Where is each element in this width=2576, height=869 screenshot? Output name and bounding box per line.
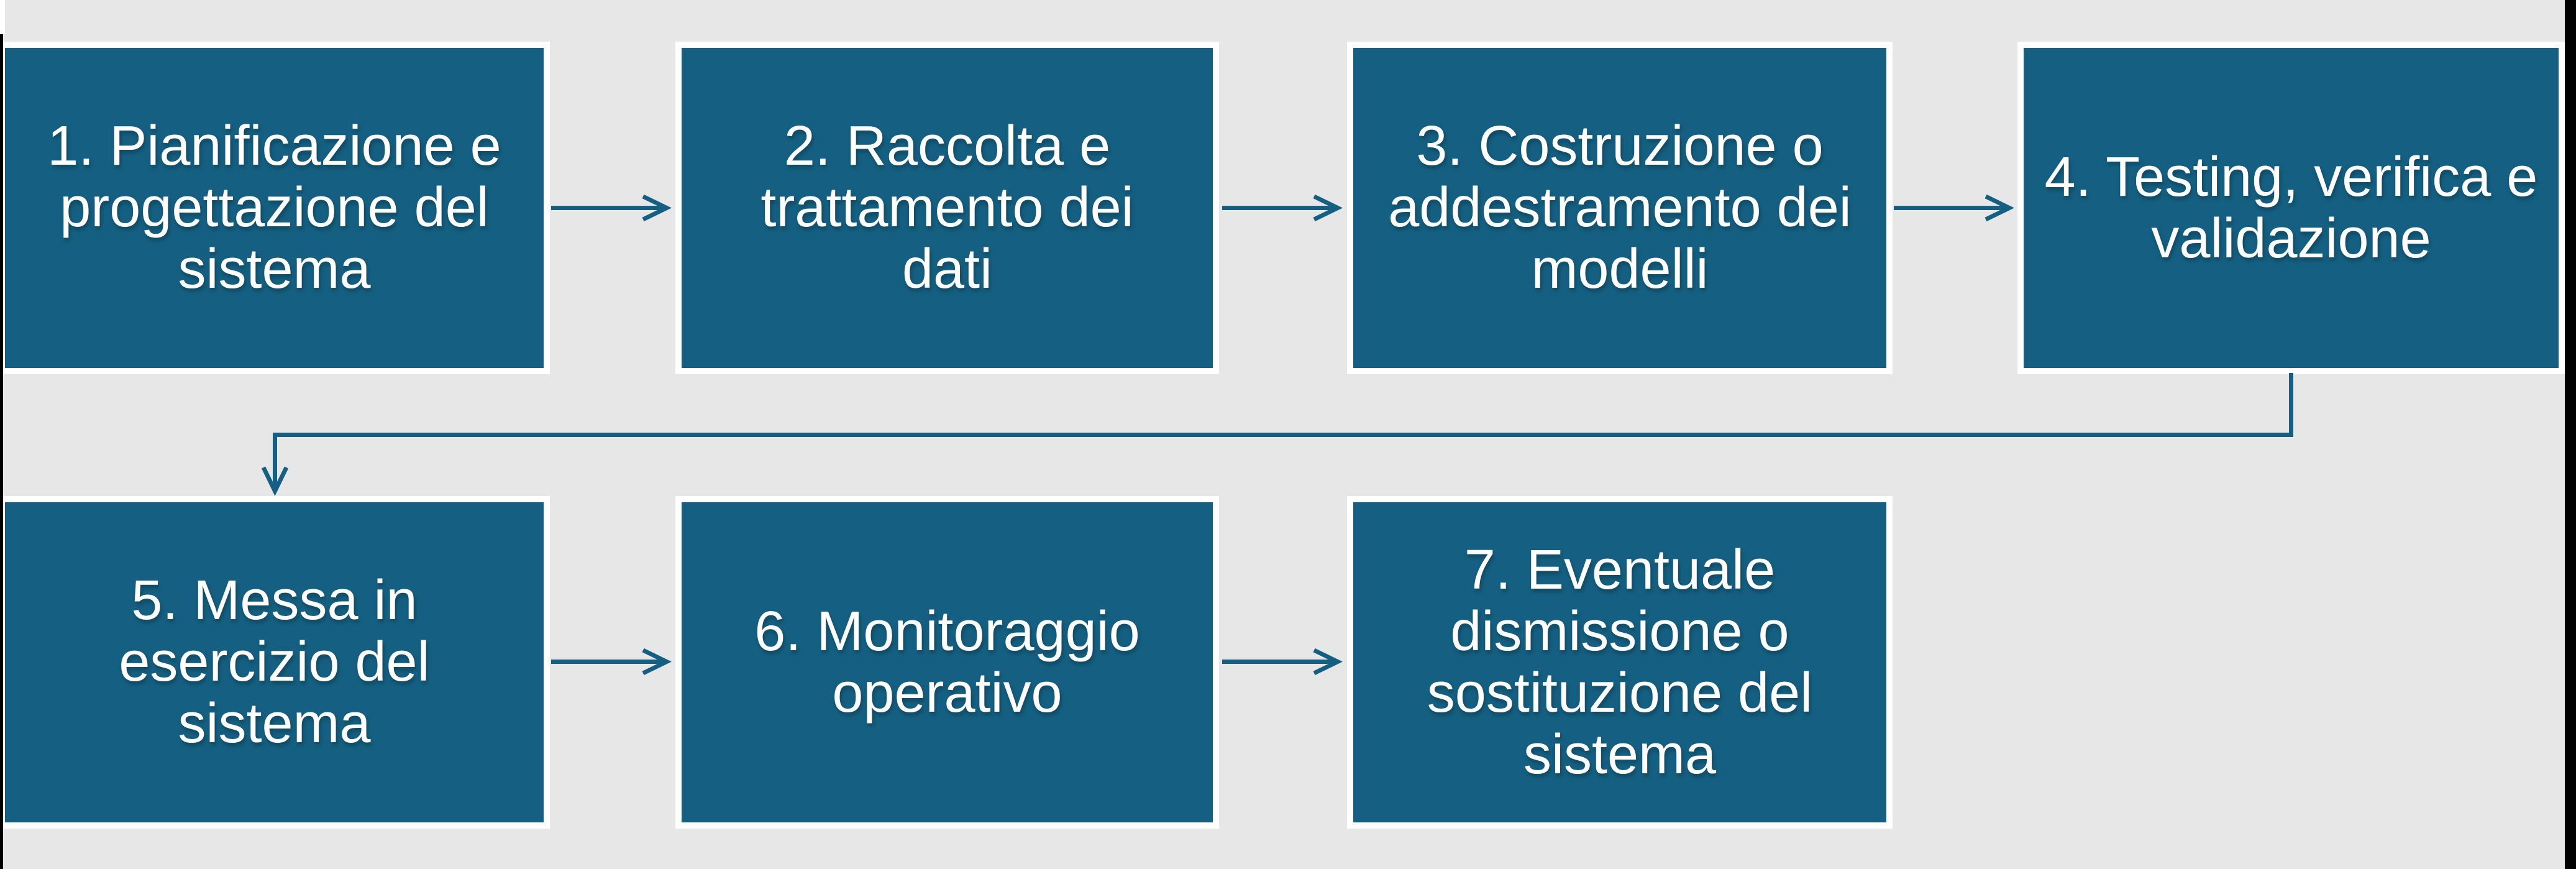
elbow-connector-4-5 xyxy=(261,373,2293,496)
step-label-7: 7. Eventuale dismissione o sostituzione … xyxy=(1427,538,1813,786)
step-label-4: 4. Testing, verifica e validazione xyxy=(2044,145,2538,270)
arrow-1-2 xyxy=(551,194,672,222)
step-label-5: 5. Messa in esercizio del sistema xyxy=(119,569,430,755)
step-label-1: 1. Pianificazione e progettazione del si… xyxy=(47,115,501,300)
left-edge-line xyxy=(0,34,3,869)
arrow-6-7 xyxy=(1222,648,1343,676)
arrow-5-6 xyxy=(551,648,672,676)
step-box-2: 2. Raccolta e trattamento dei dati xyxy=(675,42,1219,374)
right-edge-bar xyxy=(2565,0,2576,869)
step-label-6: 6. Monitoraggio operativo xyxy=(754,600,1140,724)
top-left-corner-strip xyxy=(0,0,5,34)
step-box-7: 7. Eventuale dismissione o sostituzione … xyxy=(1347,496,1893,829)
step-box-3: 3. Costruzione o addestramento dei model… xyxy=(1347,42,1893,374)
step-box-6: 6. Monitoraggio operativo xyxy=(675,496,1219,829)
step-label-2: 2. Raccolta e trattamento dei dati xyxy=(760,115,1134,300)
arrow-3-4 xyxy=(1894,194,2014,222)
step-box-5: 5. Messa in esercizio del sistema xyxy=(0,496,550,829)
step-box-4: 4. Testing, verifica e validazione xyxy=(2017,42,2565,374)
step-box-1: 1. Pianificazione e progettazione del si… xyxy=(0,42,550,374)
arrow-2-3 xyxy=(1222,194,1343,222)
step-label-3: 3. Costruzione o addestramento dei model… xyxy=(1388,115,1852,300)
